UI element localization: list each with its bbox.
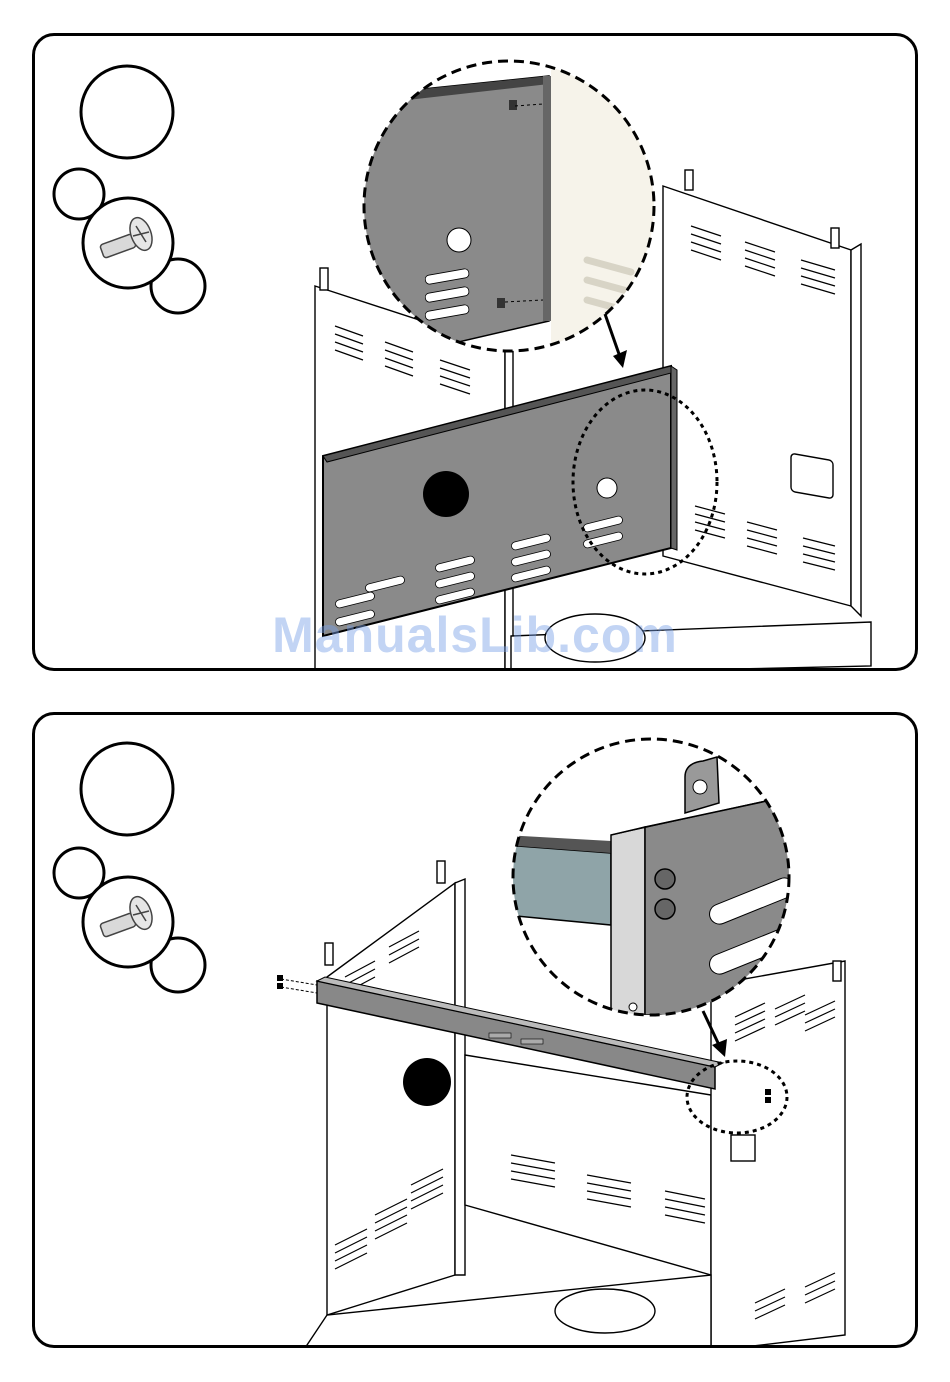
step-number-circle <box>81 66 173 158</box>
step-marker-dot <box>423 471 469 517</box>
step-2-illustration <box>35 715 918 1348</box>
assembly-arrow <box>605 314 627 368</box>
step-panel-2 <box>32 712 918 1348</box>
step-marker-dot <box>403 1058 451 1106</box>
screw-callout <box>54 848 205 992</box>
step-number-circle <box>81 743 173 835</box>
cabinet-base <box>511 614 871 671</box>
step-panel-1 <box>32 33 918 671</box>
magnifier-detail-circle <box>505 739 797 1015</box>
screw-callout <box>54 169 205 313</box>
step-1-illustration <box>35 36 918 671</box>
